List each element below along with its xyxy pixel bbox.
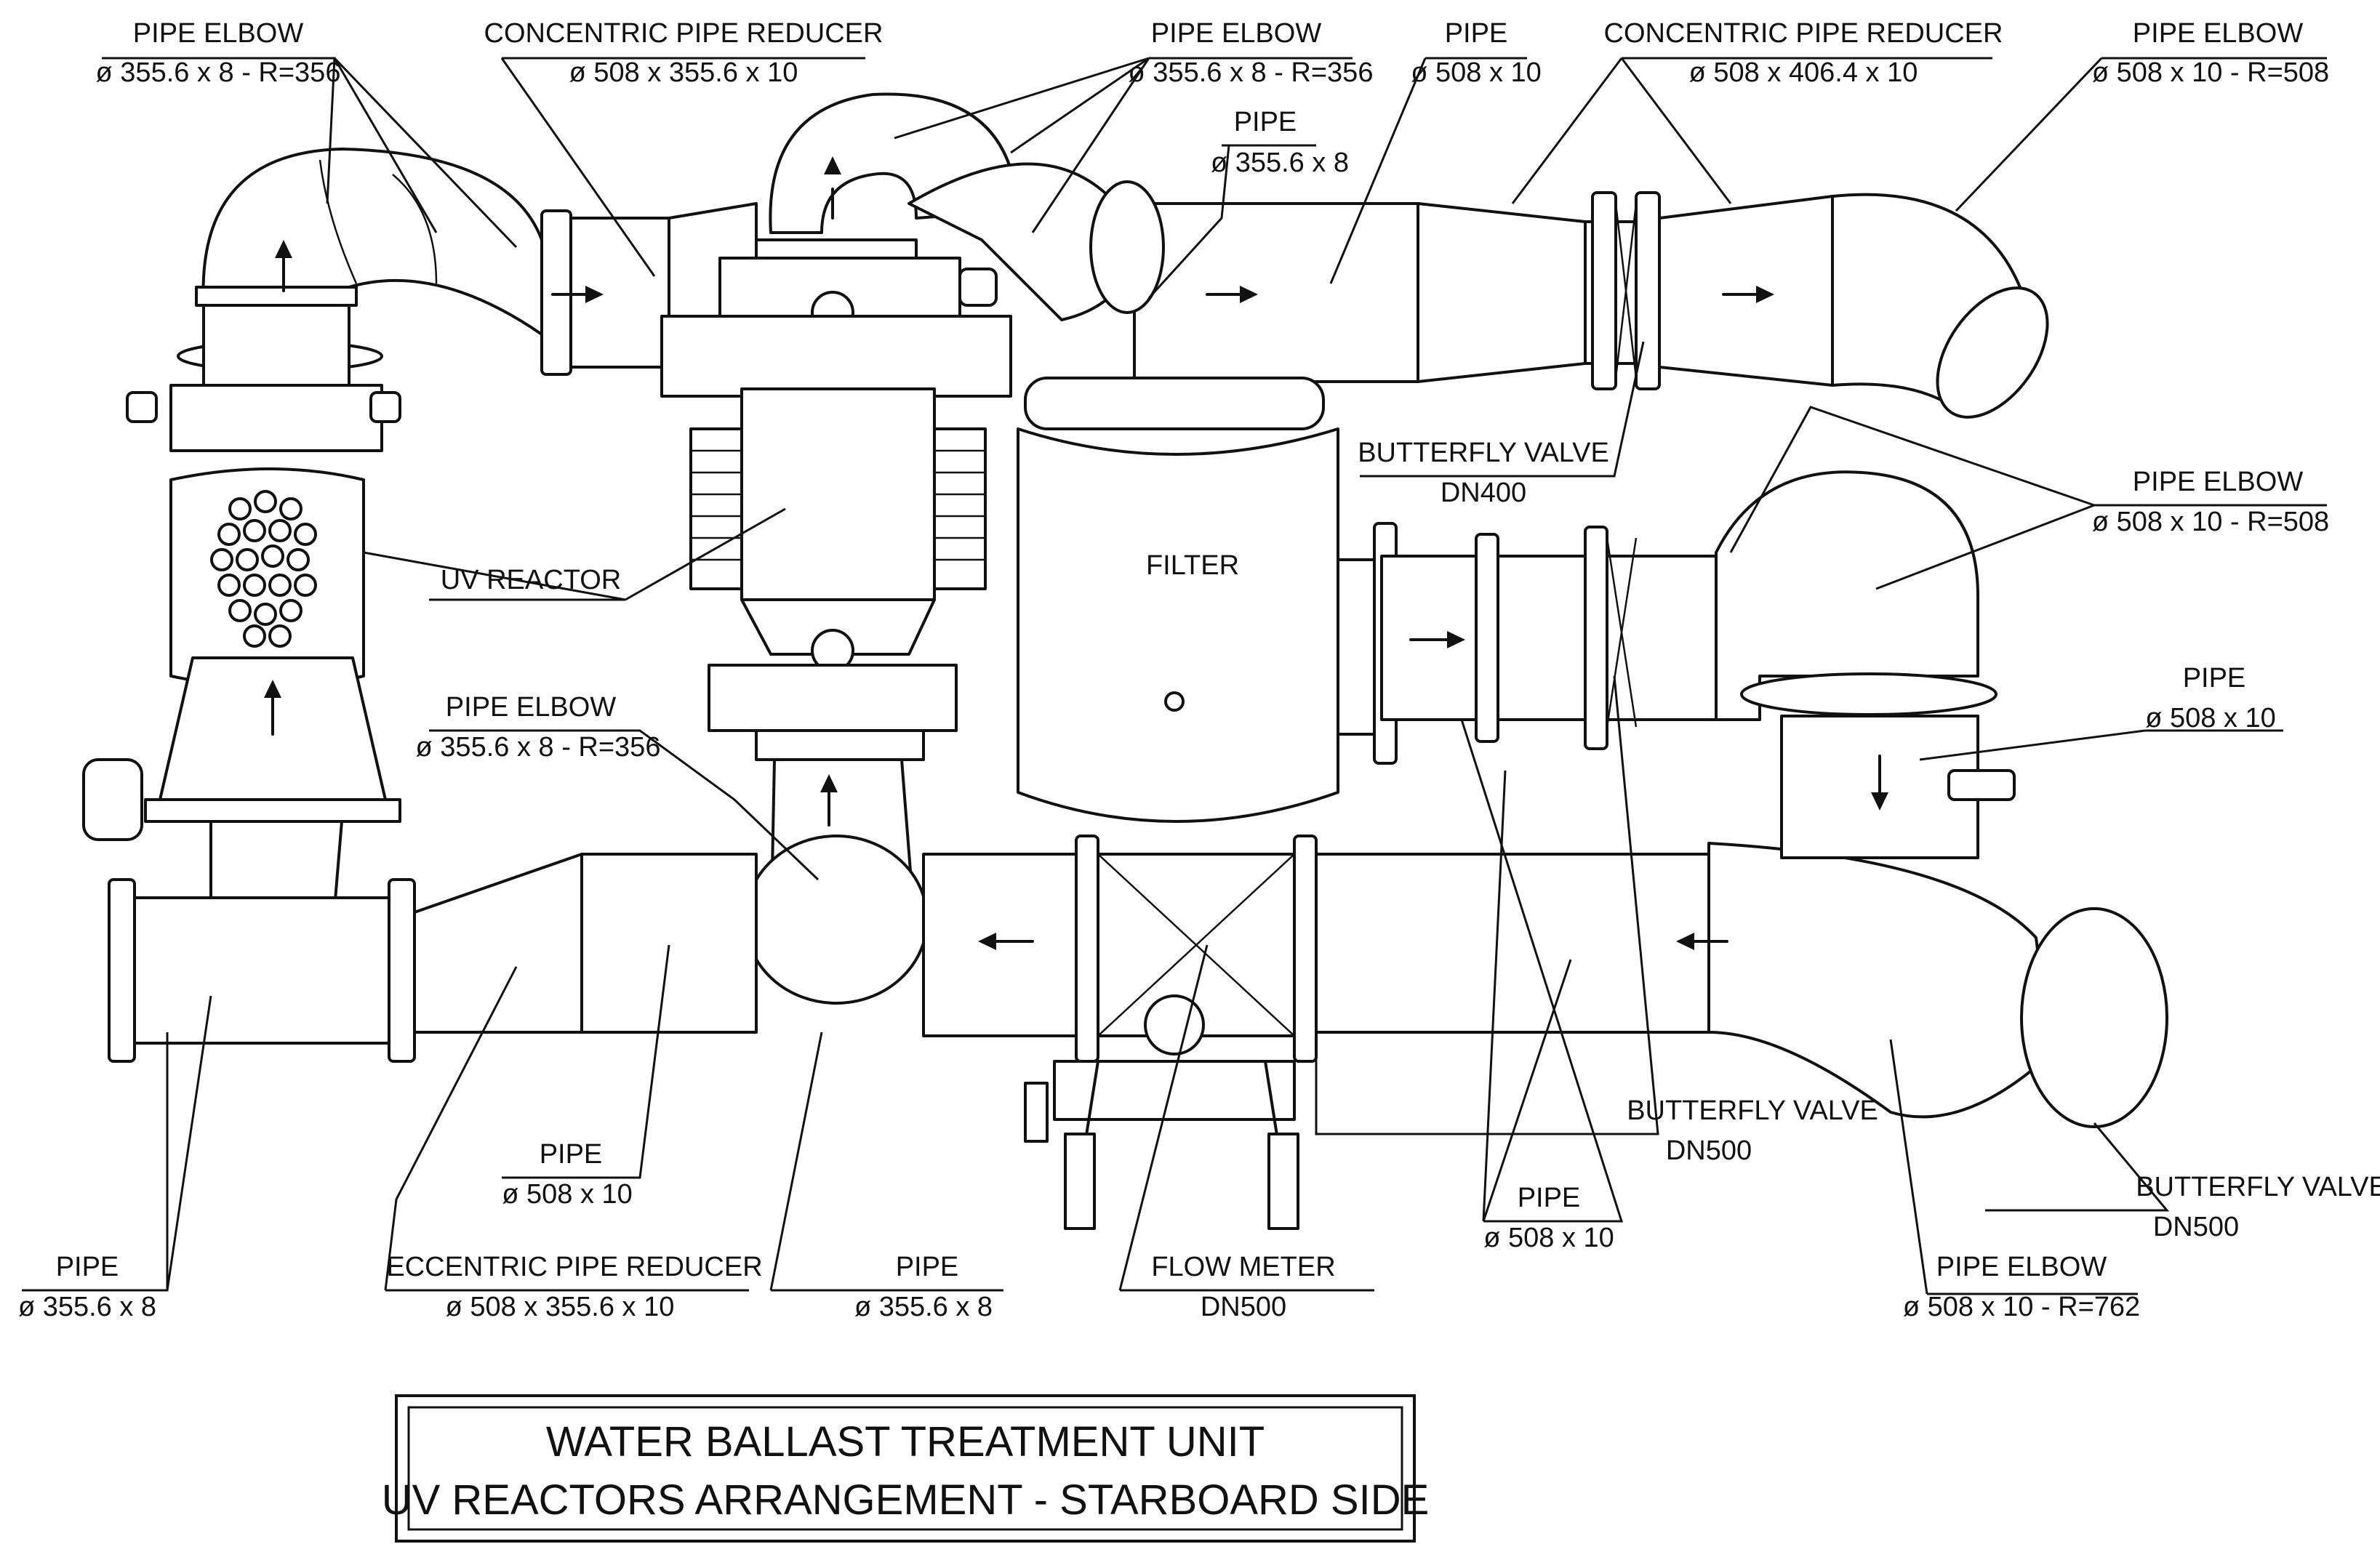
leader-lines: [22, 57, 2327, 1295]
label-pipe-bottom-small-spec: ø 355.6 x 8: [854, 1292, 993, 1322]
label-butterfly-lower-right-title: BUTTERFLY VALVE: [2136, 1172, 2380, 1202]
label-eccentric-reducer-spec: ø 508 x 355.6 x 10: [446, 1292, 675, 1322]
title-line-1: WATER BALLAST TREATMENT UNIT: [546, 1418, 1265, 1465]
label-elbow-top-right-title: PIPE ELBOW: [2133, 18, 2304, 49]
label-pipe-bottom-center-spec: ø 508 x 10: [502, 1179, 633, 1210]
label-elbow-bottom-right-spec: ø 508 x 10 - R=762: [1903, 1292, 2140, 1322]
flow-arrows: [264, 156, 1888, 950]
filter-vessel: [1017, 377, 1398, 823]
title-line-2: UV REACTORS ARRANGEMENT - STARBOARD SIDE: [382, 1476, 1430, 1524]
right-vertical-branch: [1380, 470, 2016, 859]
label-pipe-top-small-spec: ø 355.6 x 8: [1211, 148, 1349, 178]
label-elbow-top-mid-spec: ø 355.6 x 8 - R=356: [1129, 57, 1374, 88]
label-butterfly-upper-title: BUTTERFLY VALVE: [1358, 438, 1609, 468]
label-reducer-top-spec: ø 508 x 355.6 x 10: [569, 57, 798, 88]
label-reducer-top-right-title: CONCENTRIC PIPE REDUCER: [1604, 18, 2003, 49]
left-uv-reactor: [82, 286, 401, 957]
upper-pipe-run: [540, 191, 2049, 419]
label-butterfly-lower-mid-spec: DN500: [1666, 1135, 1752, 1166]
label-butterfly-lower-mid-title: BUTTERFLY VALVE: [1627, 1095, 1878, 1126]
label-pipe-top-spec: ø 508 x 10: [1411, 57, 1542, 88]
uv-lamp-array: [210, 490, 317, 648]
label-elbow-mid-spec: ø 355.6 x 8 - R=356: [416, 732, 661, 763]
label-flow-meter-title: FLOW METER: [1151, 1252, 1335, 1282]
label-pipe-bottom-left-title: PIPE: [56, 1252, 119, 1282]
label-elbow-mid-title: PIPE ELBOW: [446, 692, 617, 723]
flow-meter-stand: [1024, 994, 1299, 1230]
label-elbow-top-mid-title: PIPE ELBOW: [1151, 18, 1322, 49]
label-butterfly-upper-spec: DN400: [1441, 478, 1526, 508]
label-elbow-top-left-title: PIPE ELBOW: [133, 18, 304, 49]
label-pipe-bottom-center-title: PIPE: [540, 1139, 603, 1170]
label-pipe-right-mid-title: PIPE: [2183, 663, 2246, 693]
label-uv-reactor: UV REACTOR: [441, 565, 621, 595]
label-elbow-right-mid-title: PIPE ELBOW: [2133, 467, 2304, 497]
label-filter: FILTER: [1146, 550, 1239, 581]
label-elbow-right-mid-spec: ø 508 x 10 - R=508: [2092, 507, 2329, 537]
label-butterfly-lower-right-spec: DN500: [2153, 1212, 2239, 1242]
lower-pipe-run: [108, 835, 2168, 1128]
label-elbow-top-left-spec: ø 355.6 x 8 - R=356: [96, 57, 341, 88]
equipment-drawing: [82, 92, 2168, 1230]
label-pipe-top-small-title: PIPE: [1234, 107, 1297, 137]
label-eccentric-reducer-title: ECCENTRIC PIPE REDUCER: [386, 1252, 762, 1282]
label-flow-meter-spec: DN500: [1201, 1292, 1286, 1322]
label-reducer-top-right-spec: ø 508 x 406.4 x 10: [1689, 57, 1918, 88]
label-pipe-bottom-mid-title: PIPE: [1518, 1183, 1581, 1213]
center-uv-reactor: [660, 92, 1165, 1005]
label-pipe-bottom-left-spec: ø 355.6 x 8: [18, 1292, 156, 1322]
reactor-flange-bolts: [689, 427, 987, 590]
label-pipe-bottom-mid-spec: ø 508 x 10: [1483, 1223, 1614, 1253]
label-pipe-bottom-small-title: PIPE: [896, 1252, 959, 1282]
label-pipe-right-mid-spec: ø 508 x 10: [2145, 703, 2276, 733]
title-block: WATER BALLAST TREATMENT UNIT UV REACTORS…: [382, 1394, 1430, 1543]
label-pipe-top-title: PIPE: [1445, 18, 1508, 49]
component-labels: PIPE ELBOW ø 355.6 x 8 - R=356 CONCENTRI…: [18, 18, 2380, 1322]
label-elbow-top-right-spec: ø 508 x 10 - R=508: [2092, 57, 2329, 88]
label-reducer-top-title: CONCENTRIC PIPE REDUCER: [484, 18, 884, 49]
label-elbow-bottom-right-title: PIPE ELBOW: [1936, 1252, 2107, 1282]
